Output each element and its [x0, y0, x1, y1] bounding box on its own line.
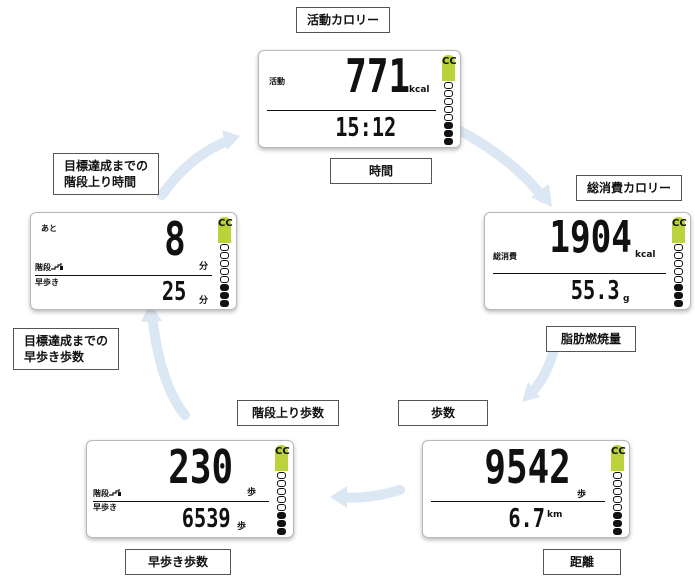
level-indicator: CC: [611, 445, 626, 535]
cycle-arrowhead-steps: [522, 382, 540, 402]
brisk-steps-value: 6539: [182, 504, 231, 534]
level-indicator-label: CC: [442, 55, 457, 81]
cycle-arc-remaining-to-activity: [157, 135, 235, 200]
activity-label: 活動: [269, 77, 285, 86]
callout-brisk-steps: 早歩き歩数: [125, 549, 232, 575]
cycle-arc-stairs-to-remaining: [147, 310, 190, 420]
callout-brisk-goal-line1: 目標達成までの: [24, 334, 109, 348]
level-indicator-label: CC: [275, 445, 290, 471]
stairs-icon: [51, 263, 63, 270]
callout-stairs-goal-line2: 階段上り時間: [64, 175, 137, 189]
screen-divider: [93, 501, 269, 502]
steps-value: 9542: [484, 440, 571, 494]
level-indicator: CC: [275, 445, 290, 535]
screen-activity-calories: 活動 771 kcal 15:12 CC: [258, 50, 461, 148]
remaining-label: あと: [41, 224, 57, 233]
remaining-stairs-unit: 分: [199, 262, 209, 272]
level-indicator: CC: [218, 217, 233, 307]
screen-steps: 9542 歩 6.7 km CC: [422, 440, 630, 538]
total-calories-value: 1904: [549, 212, 632, 263]
remaining-brisk-label: 早歩き: [35, 278, 59, 287]
screen-stair-steps: 230 歩 階段 早歩き 6539 歩 CC: [86, 440, 294, 538]
cycle-arrowhead-stairs: [330, 486, 347, 508]
callout-brisk-goal: 目標達成までの 早歩き歩数: [13, 328, 120, 370]
brisk-steps-unit: 歩: [237, 522, 247, 532]
level-indicator-label: CC: [672, 217, 687, 243]
steps-unit: 歩: [577, 490, 587, 500]
callout-time: 時間: [330, 158, 433, 184]
fat-burn-unit: g: [623, 294, 630, 304]
stair-steps-unit: 歩: [247, 488, 257, 498]
callout-distance: 距離: [543, 549, 622, 575]
fat-burn-value: 55.3: [571, 276, 620, 306]
total-calories-unit: kcal: [635, 250, 656, 260]
cycle-arrowhead-remaining: [141, 303, 162, 322]
level-indicator: CC: [672, 217, 687, 307]
cycle-arc-activity-to-total: [450, 123, 548, 203]
screen-divider: [267, 110, 436, 111]
screen-divider: [431, 501, 605, 502]
callout-steps: 歩数: [398, 400, 489, 426]
stair-steps-value: 230: [168, 440, 233, 494]
remaining-stairs-label: 階段: [35, 263, 63, 272]
distance-value: 6.7: [508, 504, 545, 534]
callout-total-calories: 総消費カロリー: [576, 175, 683, 201]
time-value: 15:12: [334, 113, 396, 143]
cycle-arrowhead-activity: [222, 130, 240, 150]
level-indicator: CC: [442, 55, 457, 145]
distance-unit: km: [547, 510, 563, 520]
screen-divider: [493, 273, 666, 274]
activity-calories-unit: kcal: [409, 85, 430, 95]
callout-stairs-goal-line1: 目標達成までの: [64, 159, 149, 173]
callout-activity-calories: 活動カロリー: [296, 7, 391, 33]
screen-total-calories: 総消費 1904 kcal 55.3 g CC: [484, 212, 691, 310]
level-indicator-label: CC: [611, 445, 626, 471]
screen-remaining-goal: あと 8 分 階段 早歩き 25 分 CC: [30, 212, 237, 310]
screen-divider: [35, 275, 212, 276]
remaining-stairs-value: 8: [164, 212, 186, 266]
cycle-arrowhead-total: [531, 184, 552, 207]
level-indicator-label: CC: [218, 217, 233, 243]
callout-stairs-goal: 目標達成までの 階段上り時間: [53, 153, 160, 195]
brisk-label: 早歩き: [93, 503, 117, 512]
callout-fat-burn: 脂肪燃焼量: [546, 326, 637, 352]
cycle-arc-steps-to-stairs: [335, 485, 405, 503]
activity-calories-value: 771: [345, 49, 410, 103]
remaining-brisk-value: 25: [161, 277, 186, 307]
cycle-arc-total-to-steps: [527, 340, 560, 397]
stairs-label: 階段: [93, 489, 121, 498]
remaining-brisk-unit: 分: [199, 296, 209, 306]
total-label: 総消費: [493, 252, 517, 261]
callout-brisk-goal-line2: 早歩き歩数: [24, 350, 85, 364]
callout-stair-steps: 階段上り歩数: [237, 400, 340, 426]
stairs-icon: [109, 489, 121, 496]
